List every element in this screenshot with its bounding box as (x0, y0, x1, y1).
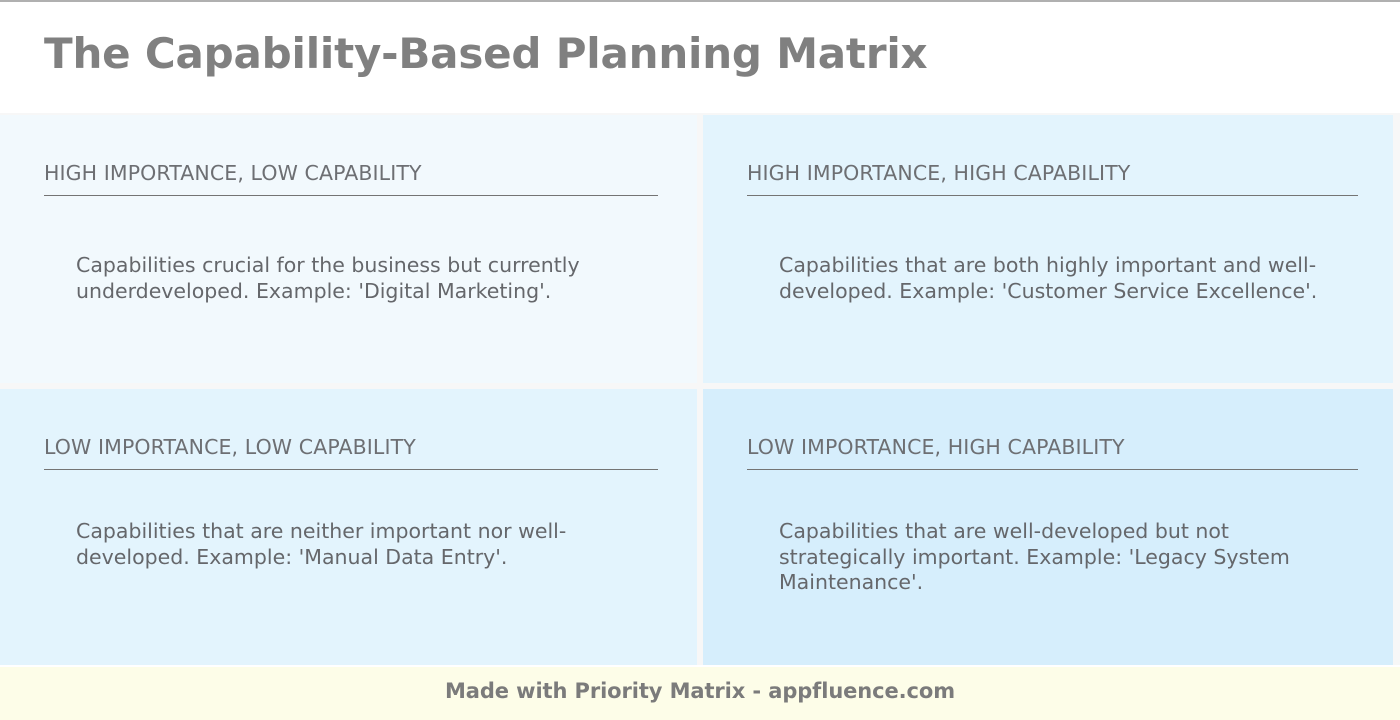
page-header: The Capability-Based Planning Matrix (0, 2, 1400, 113)
quadrant-title: LOW IMPORTANCE, HIGH CAPABILITY (747, 435, 1125, 459)
quadrant-high-importance-high-capability[interactable]: HIGH IMPORTANCE, HIGH CAPABILITY Capabil… (703, 115, 1393, 383)
page-footer: Made with Priority Matrix - appfluence.c… (0, 667, 1400, 720)
footer-attribution[interactable]: Made with Priority Matrix - appfluence.c… (444, 679, 955, 703)
quadrant-divider-rule (747, 195, 1358, 196)
quadrant-title: HIGH IMPORTANCE, HIGH CAPABILITY (747, 161, 1131, 185)
quadrant-low-importance-high-capability[interactable]: LOW IMPORTANCE, HIGH CAPABILITY Capabili… (703, 389, 1393, 665)
quadrant-divider-rule (44, 469, 658, 470)
page-title: The Capability-Based Planning Matrix (44, 29, 928, 78)
quadrant-description: Capabilities that are both highly import… (779, 253, 1318, 303)
footer-separator (0, 665, 1400, 667)
quadrant-low-importance-low-capability[interactable]: LOW IMPORTANCE, LOW CAPABILITY Capabilit… (0, 389, 697, 665)
quadrant-divider-rule (44, 195, 658, 196)
quadrant-description: Capabilities that are neither important … (76, 519, 567, 569)
quadrant-title: HIGH IMPORTANCE, LOW CAPABILITY (44, 161, 422, 185)
quadrant-description: Capabilities that are well-developed but… (779, 519, 1290, 594)
quadrant-description: Capabilities crucial for the business bu… (76, 253, 580, 303)
quadrant-high-importance-low-capability[interactable]: HIGH IMPORTANCE, LOW CAPABILITY Capabili… (0, 115, 697, 383)
quadrant-divider-rule (747, 469, 1358, 470)
capability-matrix: HIGH IMPORTANCE, LOW CAPABILITY Capabili… (0, 115, 1400, 665)
quadrant-title: LOW IMPORTANCE, LOW CAPABILITY (44, 435, 416, 459)
